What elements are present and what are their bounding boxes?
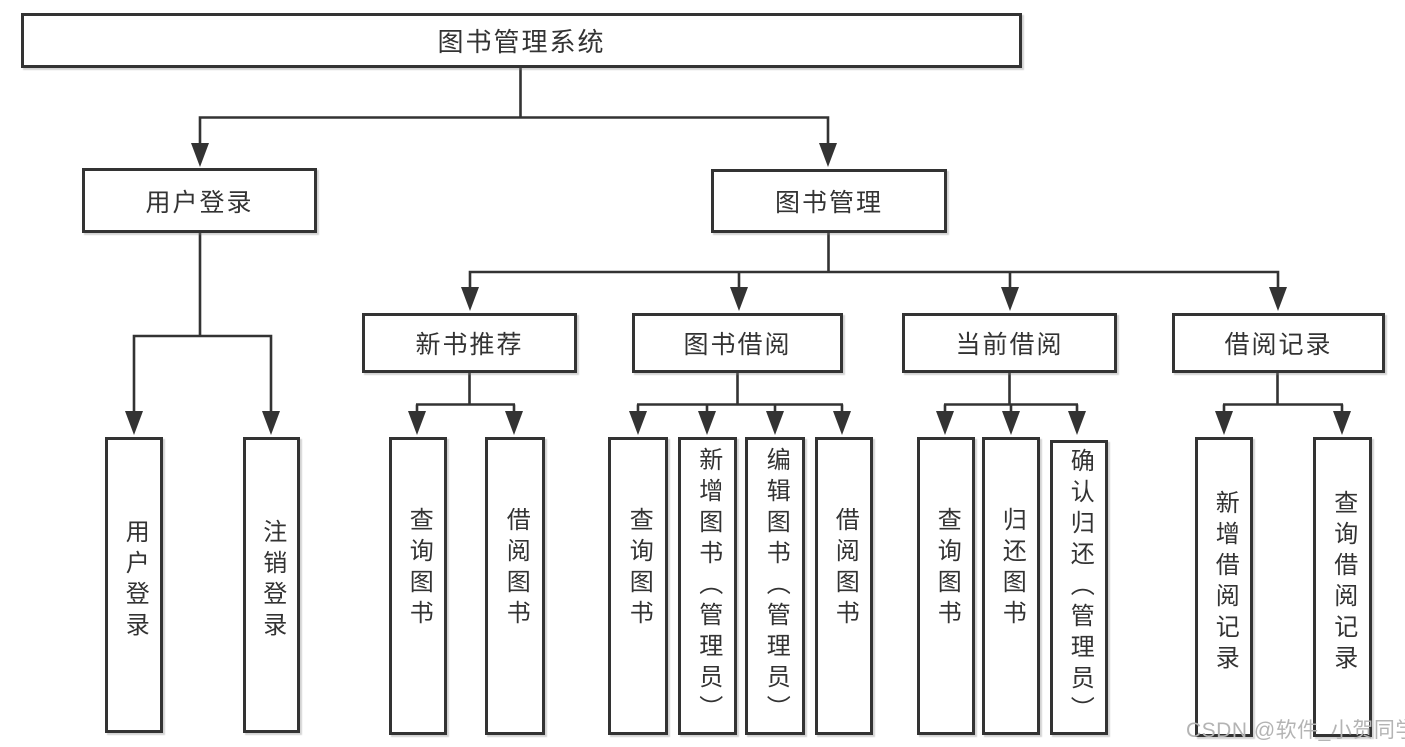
node-query-books-borrow-label: 查询图书 [625, 507, 653, 631]
node-logout: 注销登录 [243, 437, 300, 733]
node-return-book-label: 归还图书 [998, 507, 1026, 631]
arrowheads [125, 143, 1351, 435]
node-user-login-leaf-label: 用户登录 [121, 519, 149, 643]
node-add-book-admin-label: 新增图书（管理员） [694, 446, 722, 726]
node-query-books-current: 查询图书 [917, 437, 975, 735]
node-borrow-books-leaf-label: 借阅图书 [831, 507, 859, 631]
node-add-borrow-record-label: 新增借阅记录 [1211, 490, 1239, 676]
tree-edges [132, 67, 1344, 414]
node-book-management-label: 图书管理 [774, 189, 883, 217]
node-return-book: 归还图书 [982, 437, 1040, 735]
node-edit-book-admin: 编辑图书（管理员） [745, 437, 805, 735]
node-edit-book-admin-label: 编辑图书（管理员） [762, 446, 790, 726]
node-query-books-recommend: 查询图书 [389, 437, 447, 735]
node-user-login-leaf: 用户登录 [105, 437, 163, 733]
node-query-borrow-record-label: 查询借阅记录 [1329, 490, 1357, 676]
node-query-borrow-record: 查询借阅记录 [1313, 437, 1372, 737]
node-borrow-books-leaf: 借阅图书 [815, 437, 873, 735]
node-user-login-label: 用户登录 [145, 188, 254, 217]
node-query-books-current-label: 查询图书 [933, 507, 961, 631]
node-query-books-recommend-label: 查询图书 [405, 507, 433, 631]
node-borrow-books-recommend-label: 借阅图书 [502, 507, 530, 631]
node-current-borrow-label: 当前借阅 [955, 331, 1064, 359]
node-query-books-borrow: 查询图书 [608, 437, 668, 735]
node-current-borrow: 当前借阅 [902, 313, 1117, 373]
node-new-book-recommend-label: 新书推荐 [415, 331, 524, 359]
node-add-borrow-record: 新增借阅记录 [1195, 437, 1253, 737]
node-confirm-return-admin-label: 确认归还（管理员） [1066, 448, 1094, 727]
csdn-watermark: CSDN @软件_小贺同学 [1186, 719, 1405, 742]
node-borrow-books-recommend: 借阅图书 [485, 437, 545, 735]
node-book-management: 图书管理 [711, 169, 947, 233]
node-logout-label: 注销登录 [258, 519, 286, 643]
node-borrow-records-label: 借阅记录 [1224, 331, 1333, 359]
node-library-system: 图书管理系统 [21, 13, 1022, 68]
node-library-system-label: 图书管理系统 [437, 27, 606, 57]
node-book-borrow-label: 图书借阅 [683, 331, 792, 359]
node-new-book-recommend: 新书推荐 [362, 313, 577, 373]
node-user-login: 用户登录 [82, 168, 317, 233]
node-book-borrow: 图书借阅 [632, 313, 843, 373]
node-confirm-return-admin: 确认归还（管理员） [1050, 440, 1108, 735]
node-borrow-records: 借阅记录 [1172, 313, 1385, 373]
node-add-book-admin: 新增图书（管理员） [678, 437, 737, 735]
